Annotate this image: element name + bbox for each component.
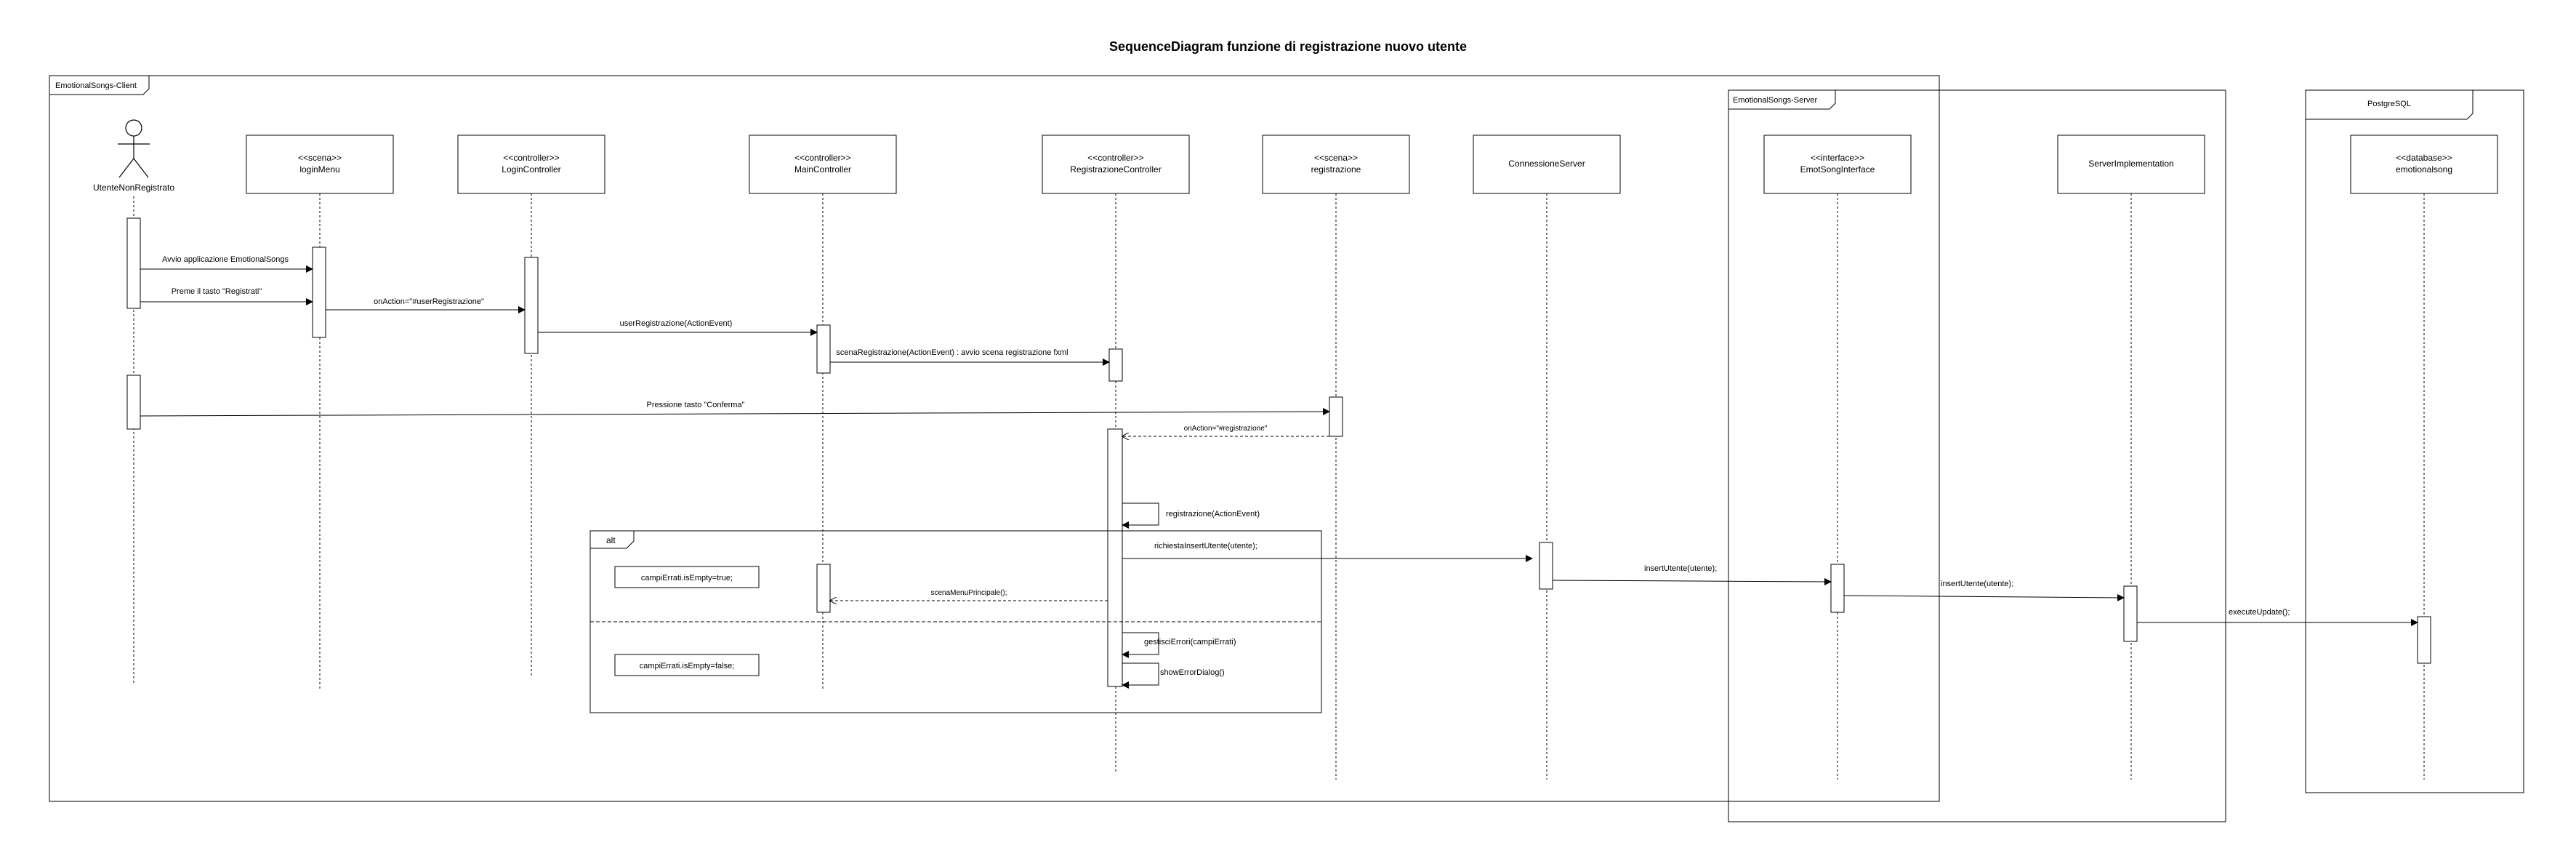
participant-stereotype: <<controller>> bbox=[503, 153, 559, 163]
message-showerrordialog-self: showErrorDialog() bbox=[1122, 662, 1225, 689]
participant-registrazionecontroller: <<controller>> RegistrazioneController bbox=[1042, 135, 1190, 772]
activation-registrazionecontroller-2 bbox=[1107, 428, 1123, 687]
participant-connessioneserver: ConnessioneServer bbox=[1473, 135, 1621, 780]
activation-utente-1 bbox=[126, 217, 141, 309]
participant-loginmenu: <<scena>> loginMenu bbox=[246, 135, 394, 691]
participant-name: RegistrazioneController bbox=[1070, 164, 1161, 175]
message-label: userRegistrazione(ActionEvent) bbox=[620, 319, 733, 328]
message-label: Avvio applicazione EmotionalSongs bbox=[162, 255, 289, 264]
participant-name: EmotSongInterface bbox=[1800, 164, 1875, 175]
message-label: onAction="#registrazione" bbox=[1184, 425, 1268, 433]
message-label: Pressione tasto "Conferma" bbox=[647, 401, 745, 409]
participant-stereotype: <<interface>> bbox=[1811, 153, 1864, 163]
participant-stereotype: <<controller>> bbox=[794, 153, 850, 163]
message-preme-registrati: Preme il tasto "Registrati" bbox=[140, 287, 313, 305]
frame-client-label: EmotionalSongs-Client bbox=[55, 81, 137, 90]
alt-fragment: alt campiErrati.isEmpty=true; campiErrat… bbox=[589, 530, 1322, 713]
participant-registrazione: <<scena>> registrazione bbox=[1262, 135, 1410, 780]
alt-guard-true: campiErrati.isEmpty=true; bbox=[641, 574, 733, 582]
message-label: insertUtente(utente); bbox=[1941, 580, 2013, 588]
message-label: onAction="#userRegistrazione" bbox=[374, 297, 484, 306]
participant-stereotype: <<controller>> bbox=[1087, 153, 1143, 163]
participant-name: emotionalsong bbox=[2396, 164, 2452, 175]
activation-utente-2 bbox=[126, 375, 141, 430]
frame-server-label: EmotionalSongs-Server bbox=[1733, 96, 1818, 105]
participant-name: registrazione bbox=[1311, 164, 1361, 175]
participant-logincontroller: <<controller>> LoginController bbox=[457, 135, 605, 678]
message-insertutente-server: insertUtente(utente); bbox=[1843, 580, 2125, 601]
frame-postgres: PostgreSQL bbox=[2305, 89, 2524, 793]
message-richiestainsertutente: richiestaInsertUtente(utente); bbox=[1122, 542, 1533, 562]
message-onaction-userregistrazione: onAction="#userRegistrazione" bbox=[326, 297, 526, 313]
message-label: scenaMenuPrincipale(); bbox=[930, 589, 1007, 597]
participant-name: ServerImplementation bbox=[2088, 159, 2173, 169]
alt-guard-false: campiErrati.isEmpty=false; bbox=[640, 662, 735, 670]
message-onaction-registrazione: onAction="#registrazione" bbox=[1122, 425, 1329, 436]
frame-postgres-label: PostgreSQL bbox=[2367, 100, 2411, 108]
message-registrazione-self: registrazione(ActionEvent) bbox=[1122, 502, 1260, 529]
activation-emotsonginterface bbox=[1830, 564, 1845, 613]
message-avvio: Avvio applicazione EmotionalSongs bbox=[140, 255, 313, 273]
message-label: richiestaInsertUtente(utente); bbox=[1154, 542, 1257, 550]
activation-registrazionecontroller-1 bbox=[1108, 348, 1123, 382]
message-scenamenuprincipale: scenaMenuPrincipale(); bbox=[830, 589, 1108, 601]
message-label: Preme il tasto "Registrati" bbox=[172, 287, 262, 296]
participant-name: ConnessioneServer bbox=[1508, 159, 1585, 169]
activation-registrazione bbox=[1329, 396, 1343, 437]
message-label: gestisciErrori(campiErrati) bbox=[1144, 638, 1236, 646]
diagram-title: SequenceDiagram funzione di registrazion… bbox=[1109, 39, 1467, 54]
message-insertutente-interface: insertUtente(utente); bbox=[1552, 564, 1832, 585]
message-scenaregistrazione: scenaRegistrazione(ActionEvent) : avvio … bbox=[830, 348, 1110, 366]
message-pressione-conferma: Pressione tasto "Conferma" bbox=[140, 401, 1330, 417]
frame-client: EmotionalSongs-Client bbox=[49, 75, 1940, 802]
participant-name: LoginController bbox=[502, 164, 560, 175]
message-executeupdate: executeUpdate(); bbox=[2137, 608, 2418, 626]
participant-emotsonginterface: <<interface>> EmotSongInterface bbox=[1763, 135, 1912, 780]
message-label: registrazione(ActionEvent) bbox=[1166, 510, 1260, 518]
participant-serverimplementation: ServerImplementation bbox=[2057, 135, 2205, 780]
actor-name: UtenteNonRegistrato bbox=[93, 183, 174, 193]
actor-utente: UtenteNonRegistrato bbox=[93, 119, 174, 684]
activation-maincontroller-1 bbox=[816, 324, 831, 374]
activation-maincontroller-2 bbox=[816, 564, 831, 613]
message-label: executeUpdate(); bbox=[2229, 608, 2290, 617]
message-userregistrazione: userRegistrazione(ActionEvent) bbox=[538, 319, 818, 336]
activation-serverimplementation bbox=[2123, 585, 2138, 642]
participant-name: loginMenu bbox=[299, 164, 339, 175]
actor-figure-icon bbox=[118, 119, 150, 178]
message-label: scenaRegistrazione(ActionEvent) : avvio … bbox=[836, 348, 1068, 357]
activation-emotionalsong bbox=[2417, 616, 2431, 664]
message-label: showErrorDialog() bbox=[1160, 668, 1225, 677]
message-label: insertUtente(utente); bbox=[1644, 564, 1717, 573]
activation-connessioneserver bbox=[1539, 542, 1553, 590]
participant-stereotype: <<scena>> bbox=[298, 153, 342, 163]
activation-loginmenu bbox=[312, 247, 326, 338]
alt-label: alt bbox=[606, 535, 616, 545]
participant-emotionalsong: <<database>> emotionalsong bbox=[2350, 135, 2498, 780]
message-gestiscierrori-self: gestisciErrori(campiErrati) bbox=[1122, 632, 1236, 658]
participant-name: MainController bbox=[794, 164, 851, 175]
participant-stereotype: <<scena>> bbox=[1314, 153, 1358, 163]
participant-maincontroller: <<controller>> MainController bbox=[749, 135, 897, 691]
frame-server: EmotionalSongs-Server bbox=[1728, 89, 2226, 822]
activation-logincontroller bbox=[524, 257, 539, 354]
participant-stereotype: <<database>> bbox=[2396, 153, 2452, 163]
